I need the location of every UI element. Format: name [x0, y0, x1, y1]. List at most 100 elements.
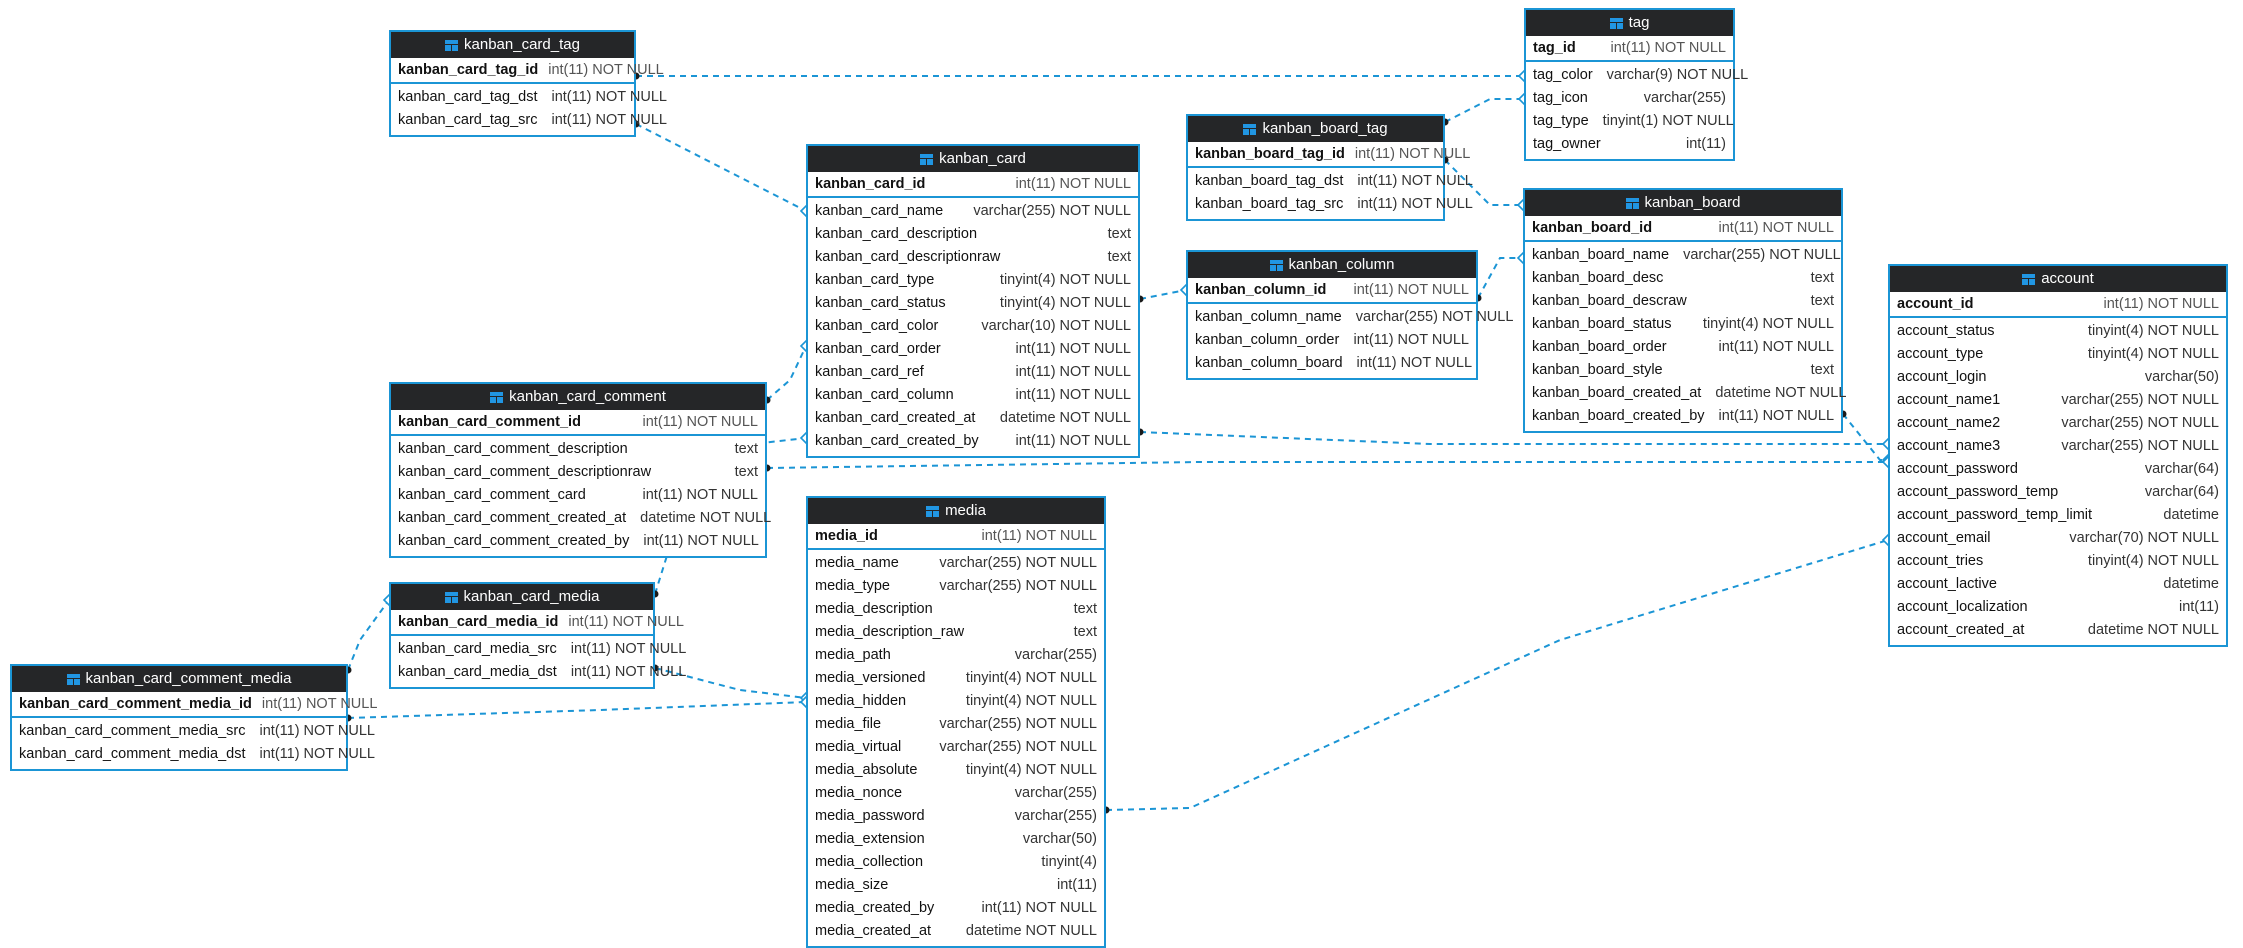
table-header-kanban_board[interactable]: kanban_board	[1525, 190, 1841, 216]
table-header-kanban_board_tag[interactable]: kanban_board_tag	[1188, 116, 1443, 142]
table-header-kanban_column[interactable]: kanban_column	[1188, 252, 1476, 278]
table-header-media[interactable]: media	[808, 498, 1104, 524]
table-header-kanban_card[interactable]: kanban_card	[808, 146, 1138, 172]
table-header-tag[interactable]: tag	[1526, 10, 1733, 36]
table-header-kanban_card_comment[interactable]: kanban_card_comment	[391, 384, 765, 410]
table-header-kanban_card_media[interactable]: kanban_card_media	[391, 584, 653, 610]
table-header-account[interactable]: account	[1890, 266, 2226, 292]
table-header-kanban_card_tag[interactable]: kanban_card_tag	[391, 32, 634, 58]
table-header-kanban_card_comment_media[interactable]: kanban_card_comment_media	[12, 666, 346, 692]
